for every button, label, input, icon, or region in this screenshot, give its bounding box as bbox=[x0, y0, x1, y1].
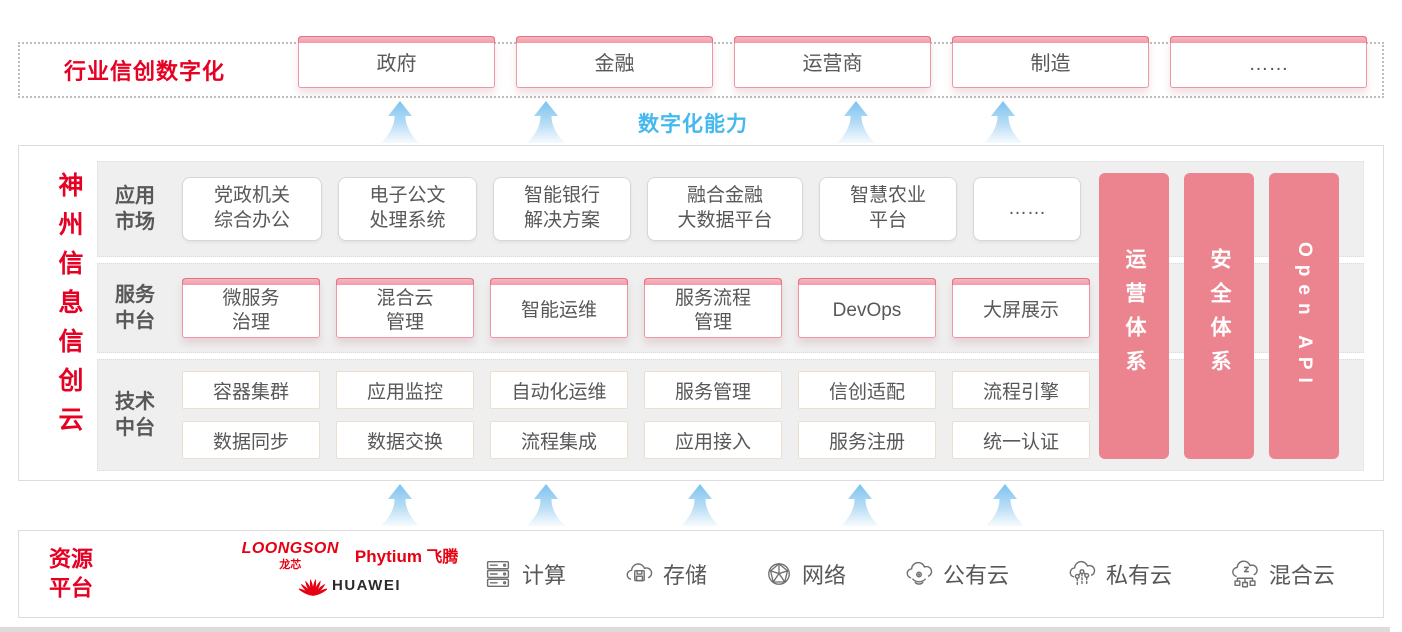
resource-item-label: 网络 bbox=[801, 563, 846, 588]
tech-box-unified-auth: 统一认证 bbox=[952, 421, 1090, 459]
app-market-row-label: 应用 市场 bbox=[115, 185, 155, 233]
tech-box-process-engine: 流程引擎 bbox=[952, 371, 1090, 409]
tech-boxes: 容器集群 应用监控 自动化运维 服务管理 信创适配 流程引擎 数据同步 数据交换… bbox=[182, 371, 1090, 459]
service-boxes: 微服务 治理 混合云 管理 智能运维 服务流程 管理 DevOps 大屏展示 bbox=[182, 278, 1090, 338]
up-arrow-icon bbox=[841, 484, 879, 526]
resource-platform-title: 资源 平台 bbox=[49, 546, 94, 600]
hybrid-cloud-icon bbox=[1232, 560, 1258, 588]
industry-band: 行业信创数字化 政府 金融 运营商 制造 …… bbox=[18, 36, 1384, 98]
up-arrow-icon bbox=[381, 101, 419, 143]
storage-cloud-icon bbox=[626, 563, 653, 582]
service-box-intelligent-ops: 智能运维 bbox=[490, 278, 628, 338]
tech-box-app-access: 应用接入 bbox=[644, 421, 782, 459]
tech-box-process-integration: 流程集成 bbox=[490, 421, 628, 459]
tech-row-label: 技术 中台 bbox=[115, 391, 155, 439]
capability-label: 数字化能力 bbox=[638, 113, 748, 136]
service-row-label: 服务 中台 bbox=[115, 284, 155, 332]
resource-item-storage: 存储 bbox=[622, 558, 707, 590]
service-box-hybrid-cloud-mgmt: 混合云 管理 bbox=[336, 278, 474, 338]
huawei-logo: HUAWEI bbox=[215, 574, 485, 596]
resource-item-label: 混合云 bbox=[1268, 563, 1335, 588]
pillar-open-api: Open API bbox=[1269, 173, 1339, 459]
loongson-logo: LOONGSON 龙芯 bbox=[242, 540, 339, 572]
app-box-finance-bigdata: 融合金融 大数据平台 bbox=[647, 177, 803, 241]
app-box-e-document: 电子公文 处理系统 bbox=[338, 177, 477, 241]
tech-box-service-registry: 服务注册 bbox=[798, 421, 936, 459]
tech-box-container-cluster: 容器集群 bbox=[182, 371, 320, 409]
industry-box-manufacturing: 制造 bbox=[952, 36, 1149, 88]
bottom-edge-bar bbox=[0, 627, 1390, 632]
pillar-operation-system: 运营体系 bbox=[1099, 173, 1169, 459]
pillar-group: 运营体系 安全体系 Open API bbox=[1099, 173, 1339, 459]
private-cloud-icon bbox=[1069, 560, 1096, 586]
tech-box-service-mgmt: 服务管理 bbox=[644, 371, 782, 409]
resource-platform-box: 资源 平台 LOONGSON 龙芯 Phytium 飞腾 bbox=[18, 530, 1384, 618]
up-arrow-icon bbox=[527, 101, 565, 143]
resource-item-compute: 计算 bbox=[481, 558, 566, 590]
industry-box-finance: 金融 bbox=[516, 36, 713, 88]
service-box-service-process: 服务流程 管理 bbox=[644, 278, 782, 338]
up-arrow-icon bbox=[986, 484, 1024, 526]
loongson-name: LOONGSON bbox=[241, 540, 339, 557]
tech-box-data-exchange: 数据交换 bbox=[336, 421, 474, 459]
platform-vertical-title: 神州信息信创云 bbox=[55, 172, 83, 445]
resource-item-private-cloud: 私有云 bbox=[1065, 558, 1172, 590]
pillar-operation-label: 运营体系 bbox=[1123, 248, 1146, 384]
resource-items: 计算 存储 网络 bbox=[481, 531, 1335, 617]
app-box-smart-banking: 智能银行 解决方案 bbox=[493, 177, 631, 241]
resource-item-hybrid-cloud: 混合云 bbox=[1228, 558, 1335, 590]
up-arrow-icon bbox=[381, 484, 419, 526]
up-arrow-icon bbox=[984, 101, 1022, 143]
industry-box-more: …… bbox=[1170, 36, 1367, 88]
app-box-more: …… bbox=[973, 177, 1081, 241]
up-arrow-icon bbox=[527, 484, 565, 526]
service-box-microservice: 微服务 治理 bbox=[182, 278, 320, 338]
phytium-name: Phytium bbox=[354, 547, 422, 566]
service-box-big-screen: 大屏展示 bbox=[952, 278, 1090, 338]
resource-item-public-cloud: 公有云 bbox=[902, 558, 1009, 590]
tech-box-app-monitoring: 应用监控 bbox=[336, 371, 474, 409]
pillar-openapi-label: Open API bbox=[1294, 241, 1315, 391]
industry-box-operator: 运营商 bbox=[734, 36, 931, 88]
tech-box-auto-ops: 自动化运维 bbox=[490, 371, 628, 409]
loongson-cn-name: 龙芯 bbox=[279, 559, 302, 571]
phytium-cn-name: 飞腾 bbox=[426, 549, 459, 566]
tech-box-xinchuang-adapt: 信创适配 bbox=[798, 371, 936, 409]
resource-item-label: 公有云 bbox=[942, 563, 1009, 588]
industry-boxes: 政府 金融 运营商 制造 …… bbox=[298, 36, 1367, 88]
resource-item-label: 私有云 bbox=[1105, 563, 1172, 588]
huawei-flower-icon bbox=[299, 578, 327, 596]
compute-server-icon bbox=[486, 561, 510, 587]
app-box-party-gov-office: 党政机关 综合办公 bbox=[182, 177, 322, 241]
resource-item-label: 存储 bbox=[662, 563, 707, 588]
huawei-name: HUAWEI bbox=[332, 576, 401, 594]
app-box-smart-agriculture: 智慧农业 平台 bbox=[819, 177, 957, 241]
pillar-security-system: 安全体系 bbox=[1184, 173, 1254, 459]
up-arrow-icon bbox=[837, 101, 875, 143]
network-globe-icon bbox=[768, 563, 790, 585]
platform-box: 神州信息信创云 应用 市场 党政机关 综合办公 电子公文 处理系统 智能银行 解… bbox=[18, 145, 1384, 481]
service-box-devops: DevOps bbox=[798, 278, 936, 338]
industry-box-government: 政府 bbox=[298, 36, 495, 88]
phytium-logo: Phytium 飞腾 bbox=[355, 543, 459, 567]
pillar-security-label: 安全体系 bbox=[1208, 248, 1231, 384]
app-market-boxes: 党政机关 综合办公 电子公文 处理系统 智能银行 解决方案 融合金融 大数据平台… bbox=[182, 177, 1081, 241]
up-arrow-icon bbox=[681, 484, 719, 526]
industry-band-title: 行业信创数字化 bbox=[64, 59, 226, 84]
public-cloud-icon bbox=[906, 561, 933, 585]
resource-item-network: 网络 bbox=[763, 558, 846, 590]
tech-box-data-sync: 数据同步 bbox=[182, 421, 320, 459]
resource-item-label: 计算 bbox=[522, 563, 567, 588]
vendor-logos: LOONGSON 龙芯 Phytium 飞腾 bbox=[215, 540, 485, 596]
